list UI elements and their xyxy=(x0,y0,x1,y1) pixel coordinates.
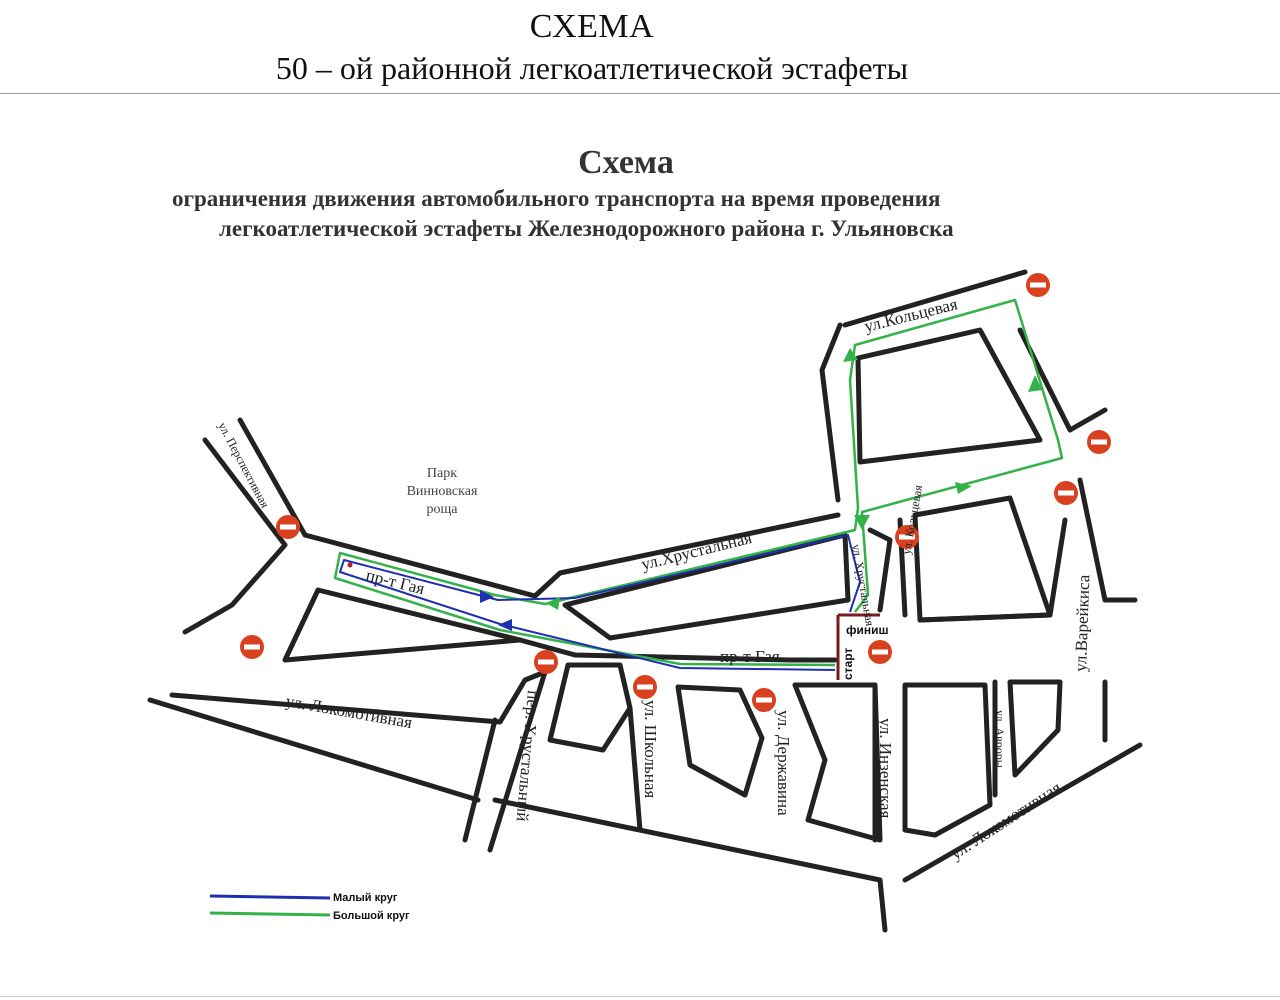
start-finish-bar xyxy=(836,613,880,680)
label-small-east: ул. Кольцевая xyxy=(899,483,925,555)
small-loop-route xyxy=(339,534,861,671)
start-point-dot xyxy=(347,562,353,568)
no-entry-icon xyxy=(240,635,264,659)
road-per-khrustalny-west xyxy=(462,717,498,843)
road-network xyxy=(147,269,1143,933)
road-lokomotivnaya-east xyxy=(902,742,1143,883)
road-inz-north-a xyxy=(867,527,893,613)
road-lokomotivnaya-mid xyxy=(492,797,888,933)
block-inzenskaya-east xyxy=(902,682,993,838)
block-derzhavina-east xyxy=(792,682,883,843)
map-description-line-2: легкоатлетической эстафеты Железнодорожн… xyxy=(219,216,954,241)
big-loop-route xyxy=(333,298,1064,667)
label-inzenskaya: ул. Инзенская xyxy=(876,718,895,819)
arrow-blue-east xyxy=(480,590,494,603)
map-title: Схема xyxy=(578,144,674,181)
no-entry-icon xyxy=(1087,430,1111,454)
legend-big-loop-swatch xyxy=(209,911,331,917)
no-entry-signs xyxy=(240,273,1111,712)
arrow-green-down xyxy=(854,515,870,530)
label-gaya-west: пр-т Гая xyxy=(364,565,427,598)
block-avrory xyxy=(1007,679,1063,778)
road-vareikisa-west xyxy=(917,517,1068,623)
page-subtitle: 50 – ой районной легкоатлетической эстаф… xyxy=(275,50,909,86)
label-avrory: ул. Авроры xyxy=(993,710,1007,768)
road-vareikisa-east xyxy=(1077,477,1138,603)
road-per-khrustalny-east xyxy=(487,669,548,853)
block-gaya-khrustalnaya xyxy=(282,587,523,663)
no-entry-icon xyxy=(1026,273,1050,297)
arrow-green-south xyxy=(843,348,858,362)
road-gaya-south xyxy=(517,637,838,663)
finish-label: финиш xyxy=(846,623,889,637)
label-gaya-east: пр-т Гая xyxy=(720,647,780,666)
no-entry-icon xyxy=(633,675,657,699)
map-legend: Малый круг Большой круг xyxy=(209,892,410,922)
road-koltsevaya-north xyxy=(842,269,1028,328)
map-description-line-1: ограничения движения автомобильного тран… xyxy=(172,186,941,211)
park-label-line-3: роща xyxy=(427,502,459,517)
no-entry-icon xyxy=(868,640,892,664)
road-koltsevaya-east xyxy=(1017,327,1108,433)
no-entry-icon xyxy=(276,515,300,539)
road-koltsevaya-west xyxy=(819,322,843,503)
arrow-blue-west xyxy=(498,619,512,631)
block-shkolnaya-west xyxy=(547,662,633,753)
legend-big-loop-label: Большой круг xyxy=(333,910,410,922)
road-gaya-north-west xyxy=(302,512,841,599)
routes xyxy=(333,298,1064,671)
arrow-green-east xyxy=(955,482,972,494)
road-nw-east xyxy=(237,417,308,538)
start-label: старт xyxy=(841,648,855,680)
road-lokomotivnaya-north xyxy=(169,669,548,725)
label-shkolnaya: ул. Школьная xyxy=(641,700,660,798)
footer-divider xyxy=(0,996,1280,997)
no-entry-icon xyxy=(534,650,558,674)
arrow-green-north xyxy=(1028,375,1042,392)
label-derzhavina: ул. Державина xyxy=(774,710,793,816)
no-entry-icon xyxy=(1054,481,1078,505)
road-nw-west xyxy=(182,437,288,635)
label-lokomotivnaya-west: ул. Локомотивная xyxy=(284,691,413,732)
block-koltsevaya xyxy=(855,327,1043,465)
road-shkolnaya xyxy=(627,705,643,833)
page-title: СХЕМА xyxy=(529,8,655,45)
legend-small-loop-swatch xyxy=(209,894,331,900)
arrow-green-west xyxy=(546,597,560,610)
park-label-line-2: Винновская xyxy=(407,484,478,499)
road-lokomotivnaya-south xyxy=(147,697,481,803)
label-vareikisa: ул.Варейкиса xyxy=(1071,574,1093,672)
block-derzhavina-west xyxy=(675,684,765,798)
legend-small-loop-label: Малый круг xyxy=(333,892,398,904)
no-entry-icon xyxy=(752,688,776,712)
park-label-line-1: Парк xyxy=(427,466,457,481)
block-khrustalnaya-east xyxy=(912,495,1053,623)
block-khrustalnaya-triangle xyxy=(562,532,851,641)
header-divider xyxy=(0,93,1280,94)
